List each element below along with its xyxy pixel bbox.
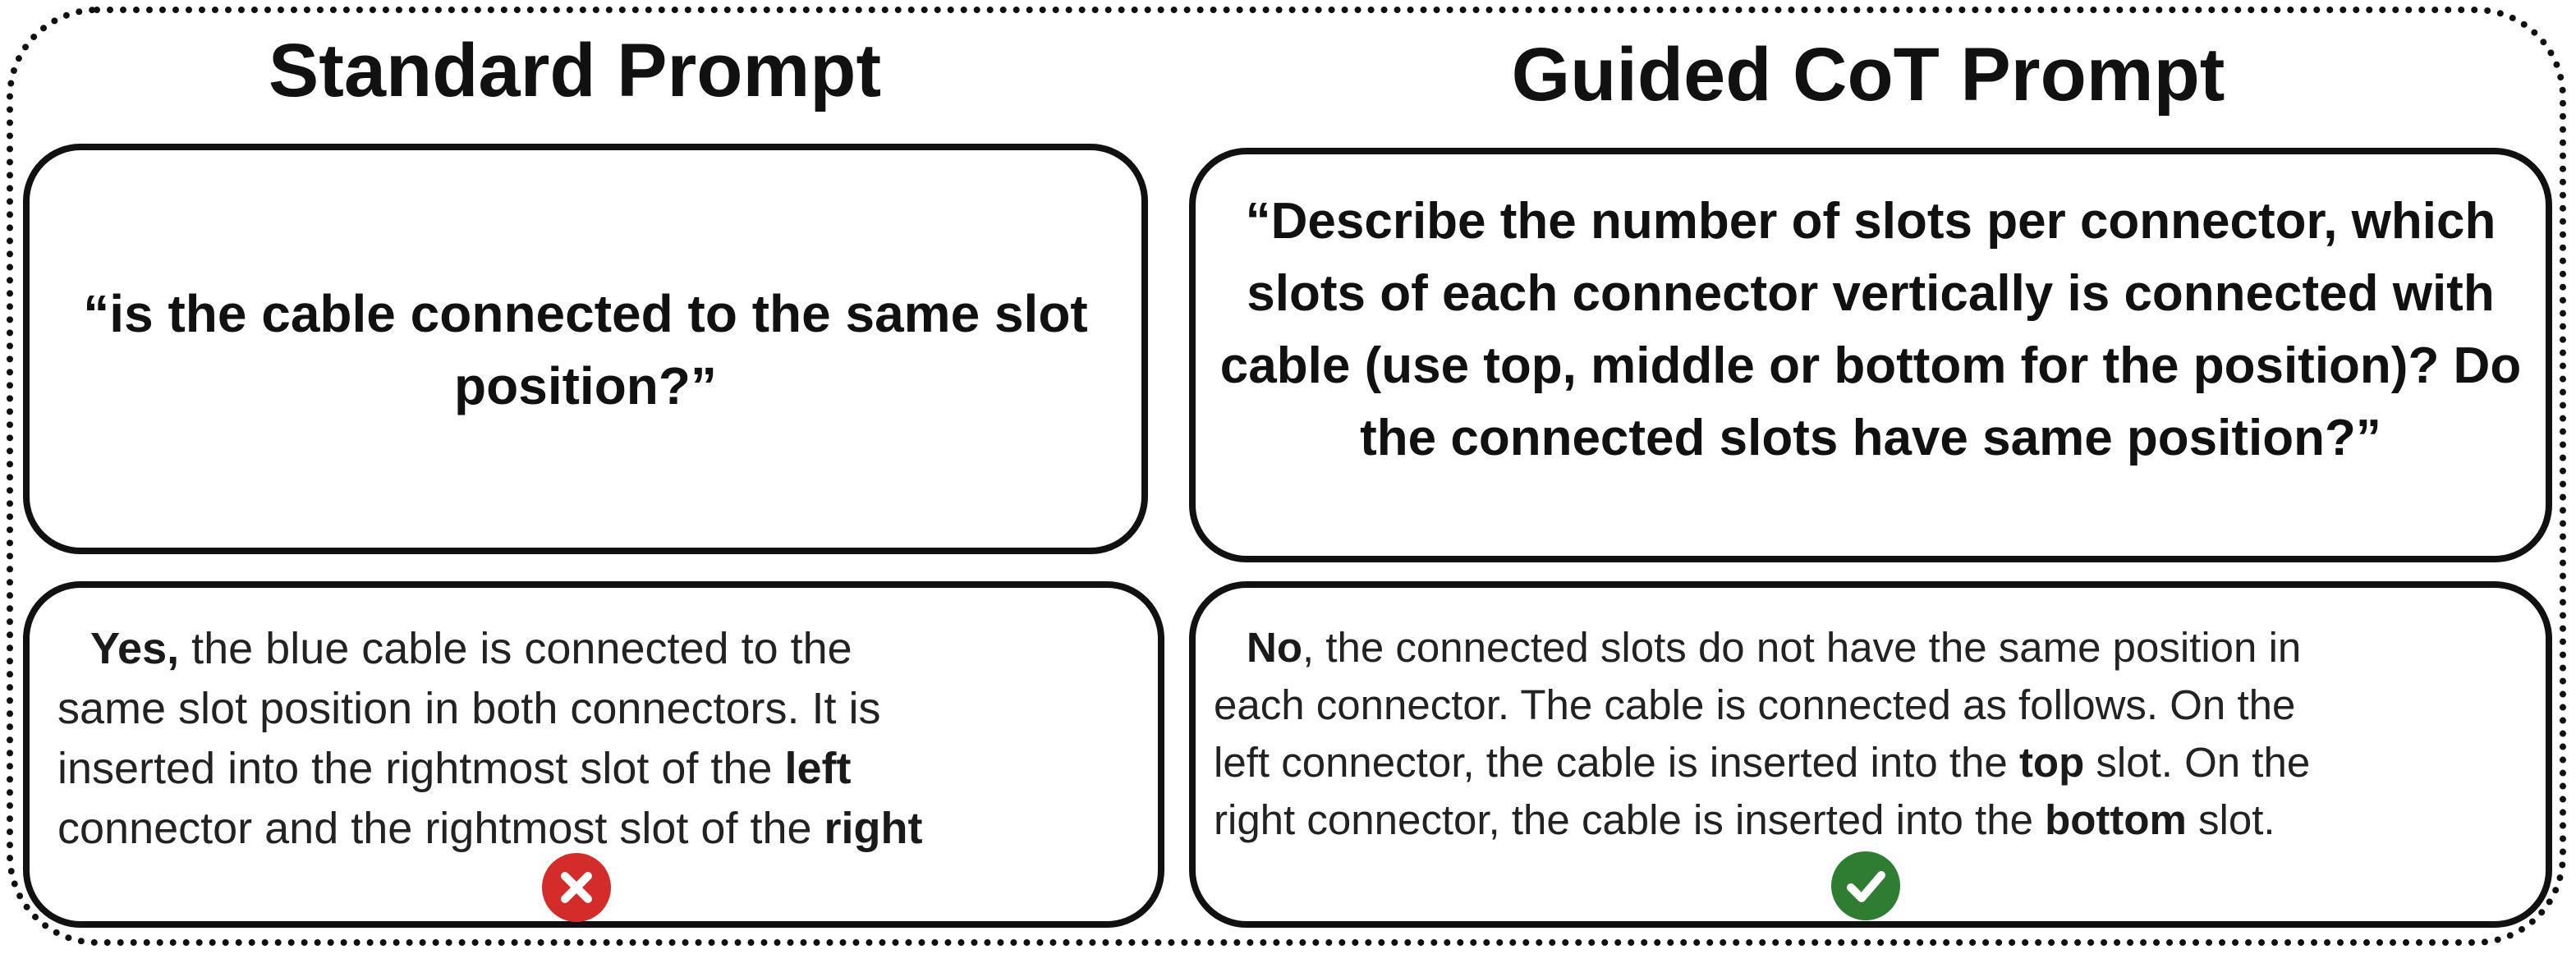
guided-cot-prompt-box: “Describe the number of slots per connec… xyxy=(1189,148,2552,562)
standard-answer-line-2: same slot position in both connectors. I… xyxy=(57,684,881,733)
standard-answer-verdict-word: Yes, xyxy=(90,624,180,673)
guided-cot-answer-line-2: each connector. The cable is connected a… xyxy=(1214,681,2296,728)
guided-cot-prompt-text: “Describe the number of slots per connec… xyxy=(1219,193,2522,466)
dotted-frame xyxy=(7,7,2566,946)
standard-prompt-box: “is the cable connected to the same slot… xyxy=(23,144,1148,554)
standard-answer-line-3: inserted into the rightmost slot of the … xyxy=(57,744,852,793)
standard-answer-line-1: Yes, the blue cable is connected to the xyxy=(90,624,852,673)
standard-answer-line-4: connector and the rightmost slot of the … xyxy=(57,804,923,853)
standard-prompt-title: Standard Prompt xyxy=(268,29,882,112)
standard-answer-text: Yes, the blue cable is connected to the … xyxy=(57,619,923,859)
check-circle-icon xyxy=(1831,851,1900,920)
guided-cot-answer-verdict-word: No xyxy=(1247,624,1302,671)
guided-cot-answer-line-3: left connector, the cable is inserted in… xyxy=(1214,739,2311,786)
guided-cot-answer-line-1: No, the connected slots do not have the … xyxy=(1247,624,2302,671)
guided-cot-answer-line-4: right connector, the cable is inserted i… xyxy=(1214,796,2275,843)
standard-prompt-text: “is the cable connected to the same slot… xyxy=(83,284,1088,415)
guided-cot-prompt-title: Guided CoT Prompt xyxy=(1511,33,2225,117)
x-circle-icon xyxy=(542,853,611,922)
guided-cot-answer-text: No, the connected slots do not have the … xyxy=(1214,619,2310,849)
